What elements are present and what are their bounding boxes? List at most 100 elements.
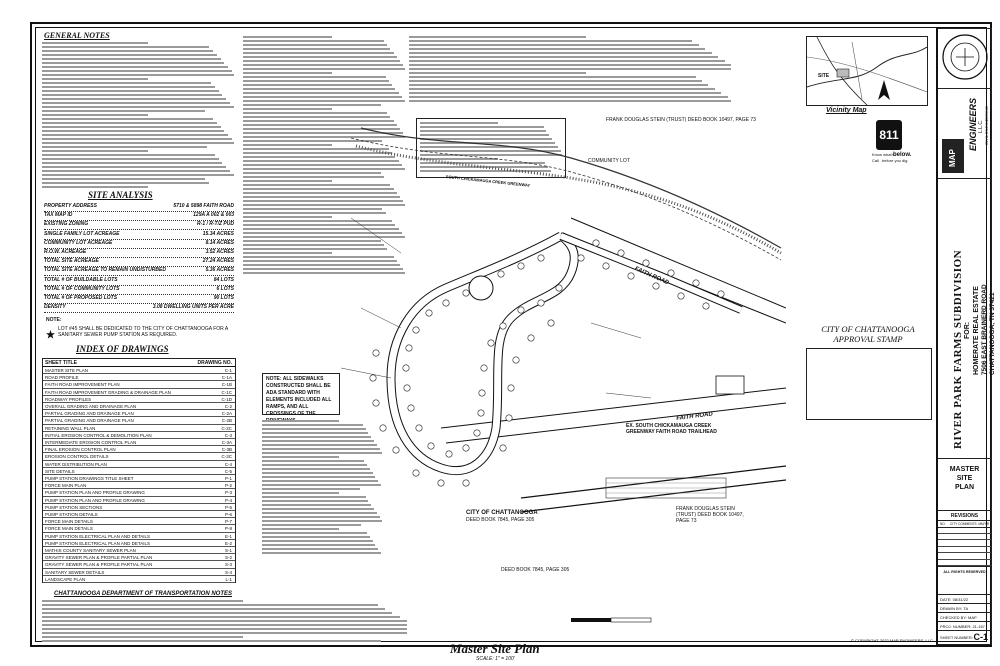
general-notes-title: GENERAL NOTES xyxy=(44,31,110,40)
index-sheet-number: S-4 xyxy=(224,569,232,575)
index-sheet-title: FAITH ROAD IMPROVEMENT GRADING & DRAINAG… xyxy=(45,389,171,395)
note-text-line xyxy=(42,86,215,88)
index-title: INDEX OF DRAWINGS xyxy=(76,344,169,354)
lot-marker xyxy=(462,289,470,297)
site-analysis-note: LOT #45 SHALL BE DEDICATED TO THE CITY O… xyxy=(58,326,228,338)
star-icon xyxy=(46,326,55,339)
note-text-line xyxy=(262,464,367,466)
company-logo-text: MAP xyxy=(948,149,957,167)
sheet-number-row: SHEET NUMBER: C-1 xyxy=(938,631,991,644)
note-text-line xyxy=(243,264,401,266)
note-text-line xyxy=(42,150,148,152)
lot-marker xyxy=(555,284,563,292)
index-sheet-number: P-8 xyxy=(224,526,232,532)
note-text-line xyxy=(42,182,210,184)
note-text-line xyxy=(262,432,369,434)
note-text-line xyxy=(42,78,148,80)
site-analysis-label: TOTAL # OF COMMUNITY LOTS xyxy=(44,285,120,292)
note-text-line xyxy=(243,192,397,194)
index-sheet-number: C-2A xyxy=(221,411,232,417)
lot-marker xyxy=(652,282,660,290)
lot-marker xyxy=(517,306,525,314)
revision-row xyxy=(938,533,991,540)
note-text-line xyxy=(42,620,407,622)
seal-cell xyxy=(938,29,991,89)
note-text-line xyxy=(42,604,378,606)
index-sheet-number: C-5 xyxy=(224,468,232,474)
note-text-line xyxy=(420,134,550,136)
note-text-line xyxy=(42,134,229,136)
lot-marker xyxy=(577,254,585,262)
note-text-line xyxy=(243,56,397,58)
faith-road-bottom-edge-2 xyxy=(445,402,786,444)
cul-de-sac xyxy=(468,275,494,301)
index-sheet-number: C-3B xyxy=(221,447,232,453)
date-row: DATE: 08/31/22 xyxy=(938,595,991,604)
lot-marker xyxy=(445,450,453,458)
index-sheet-number: C-3C xyxy=(221,454,232,460)
lot-marker xyxy=(379,424,387,432)
index-row: GRAVITY SEWER PLAN & PROFILE PARTIAL PLA… xyxy=(43,554,235,562)
index-sheet-title: MASTER SITE PLAN xyxy=(45,368,89,373)
note-text-line xyxy=(42,46,210,48)
site-analysis-value: 8.14 ACRES xyxy=(205,239,234,246)
note-text-line xyxy=(42,186,148,188)
lot-marker xyxy=(403,384,411,392)
note-text-line xyxy=(243,112,388,114)
note-text-line xyxy=(42,142,234,144)
vicinity-map-drawing xyxy=(806,36,928,106)
rev-col-date: MM/YR xyxy=(978,522,989,526)
note-text-line xyxy=(243,152,393,154)
note-text-line xyxy=(42,632,407,634)
site-analysis-label: PROPERTY ADDRESS xyxy=(44,203,97,209)
note-text-line xyxy=(42,74,234,76)
copyright: © COPYRIGHT 2022 MAP ENGINEERS, LLC xyxy=(851,638,933,643)
note-text-line xyxy=(42,110,206,112)
revision-row xyxy=(938,552,991,560)
index-sheet-number: L-1 xyxy=(225,576,232,582)
rev-col-no: NO. xyxy=(940,522,946,526)
note-text-line xyxy=(42,122,217,124)
lot-marker xyxy=(402,364,410,372)
project-address: 7506 EAST BRAINERD ROAD xyxy=(981,284,988,375)
plan-scale: SCALE: 1" = 100' xyxy=(476,656,515,662)
note-text-line xyxy=(243,64,404,66)
note-text-line xyxy=(243,256,394,258)
note-text-line xyxy=(243,268,404,270)
note-text-line xyxy=(262,552,381,554)
note-text-line xyxy=(42,166,227,168)
index-sheet-title: INITIAL EROSION CONTROL & DEMOLITION PLA… xyxy=(45,432,152,438)
note-text-line xyxy=(243,132,404,134)
lot-marker xyxy=(602,262,610,270)
note-text-line xyxy=(243,232,402,234)
note-text-line xyxy=(409,52,712,54)
note-text-line xyxy=(262,520,383,522)
revision-row xyxy=(938,546,991,553)
note-text-line xyxy=(42,102,231,104)
index-sheet-number: E-1 xyxy=(224,533,232,539)
vicinity-site-label: SITE xyxy=(818,73,830,79)
lot-marker xyxy=(692,279,700,287)
note-text-line xyxy=(42,162,223,164)
note-text-line xyxy=(243,260,397,262)
note-text-line xyxy=(409,76,696,78)
lot-marker xyxy=(717,290,725,298)
city-callout: CITY OF CHATTANOOGA xyxy=(466,510,538,516)
note-text-line xyxy=(243,48,391,50)
note-text-line xyxy=(42,82,211,84)
index-sheet-number: C-2C xyxy=(221,425,232,431)
site-plan-drawing xyxy=(340,127,786,623)
note-text-line xyxy=(243,84,393,86)
note-text-line xyxy=(243,108,333,110)
index-header-row: SHEET TITLE DRAWING NO. xyxy=(43,359,235,367)
